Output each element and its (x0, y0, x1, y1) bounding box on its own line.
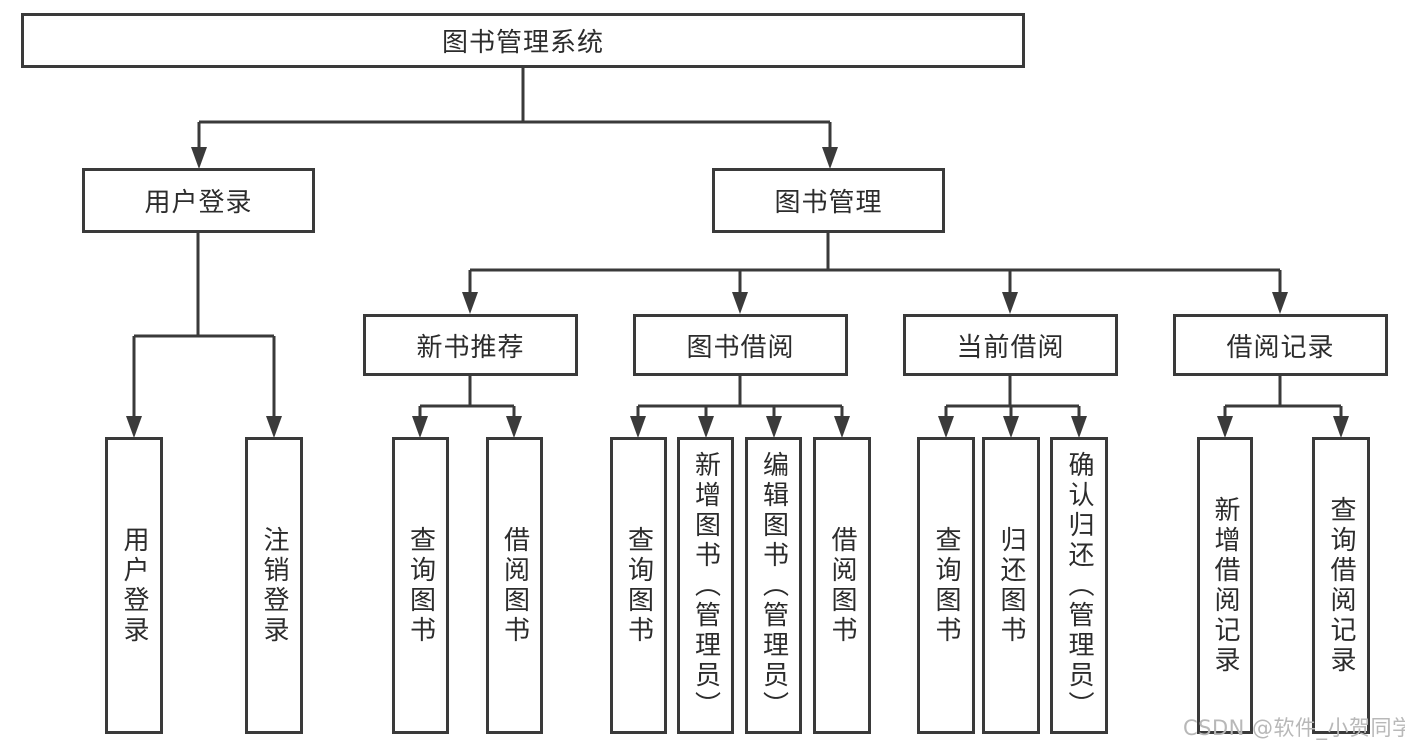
node-current-borrow: 当前借阅 (903, 314, 1118, 376)
connector-root-to-level2 (197, 68, 832, 150)
leaf-edit-book-admin: 编辑图书（管理员） (745, 437, 802, 734)
node-label: 新增借阅记录 (1210, 495, 1240, 676)
node-label: 查询借阅记录 (1326, 495, 1356, 676)
connector-book-borrow-children (636, 376, 844, 418)
leaf-query-books-borrow: 查询图书 (610, 437, 667, 734)
node-label: 查询图书 (931, 525, 961, 646)
arrowhead (191, 147, 207, 169)
arrowhead (698, 416, 714, 438)
node-label: 编辑图书（管理员） (758, 450, 789, 721)
node-label: 当前借阅 (956, 332, 1065, 363)
node-label: 用户登录 (144, 188, 253, 218)
arrowhead (1071, 416, 1087, 438)
node-label: 新增图书（管理员） (690, 450, 721, 721)
node-book-management: 图书管理 (712, 168, 945, 233)
arrowhead (630, 416, 646, 438)
arrowhead (126, 416, 142, 438)
node-label: 查询图书 (405, 525, 436, 646)
connector-current-borrow-children (944, 376, 1081, 418)
node-label: 用户登录 (119, 525, 149, 646)
arrowhead (766, 416, 782, 438)
leaf-borrow-books: 借阅图书 (813, 437, 871, 734)
arrowhead (1272, 292, 1288, 314)
arrowhead (462, 292, 478, 314)
leaf-add-book-admin: 新增图书（管理员） (677, 437, 734, 734)
connector-user-login-children (132, 233, 276, 418)
node-label: 借阅记录 (1226, 332, 1335, 363)
arrowhead (1003, 416, 1019, 438)
node-label: 注销登录 (259, 525, 289, 646)
arrowhead (1002, 292, 1018, 314)
arrowhead (834, 416, 850, 438)
arrowhead (1333, 416, 1349, 438)
connector-new-book-recommend-children (418, 376, 516, 418)
csdn-watermark: CSDN @软件_小贺同学 (1183, 716, 1405, 740)
node-label: 借阅图书 (499, 525, 530, 646)
node-user-login: 用户登录 (82, 168, 315, 233)
arrowhead (506, 416, 522, 438)
node-label: 图书管理系统 (441, 28, 604, 58)
node-label: 图书管理 (774, 188, 883, 218)
leaf-query-books-recommend: 查询图书 (392, 437, 449, 734)
leaf-user-login: 用户登录 (105, 437, 163, 734)
node-label: 归还图书 (996, 525, 1026, 646)
arrowhead (938, 416, 954, 438)
leaf-borrow-books-recommend: 借阅图书 (486, 437, 543, 734)
arrowhead (732, 292, 748, 314)
leaf-query-borrow-record: 查询借阅记录 (1312, 437, 1370, 734)
connector-borrow-records-children (1223, 376, 1343, 418)
arrowhead (1217, 416, 1233, 438)
node-new-book-recommend: 新书推荐 (363, 314, 578, 376)
arrowhead (412, 416, 428, 438)
leaf-add-borrow-record: 新增借阅记录 (1197, 437, 1253, 734)
node-label: 图书借阅 (686, 332, 795, 363)
leaf-confirm-return-admin: 确认归还（管理员） (1050, 437, 1108, 734)
node-root-library-system: 图书管理系统 (21, 13, 1025, 68)
node-book-borrow: 图书借阅 (633, 314, 848, 376)
node-label: 借阅图书 (827, 525, 857, 646)
leaf-query-books-current: 查询图书 (917, 437, 975, 734)
arrowhead (266, 416, 282, 438)
node-label: 确认归还（管理员） (1064, 450, 1094, 721)
connector-book-management-children (468, 233, 1282, 294)
leaf-return-books: 归还图书 (982, 437, 1040, 734)
arrowhead (822, 147, 838, 169)
node-label: 查询图书 (623, 525, 654, 646)
node-label: 新书推荐 (416, 332, 525, 363)
leaf-logout-login: 注销登录 (245, 437, 303, 734)
node-borrow-records: 借阅记录 (1173, 314, 1388, 376)
